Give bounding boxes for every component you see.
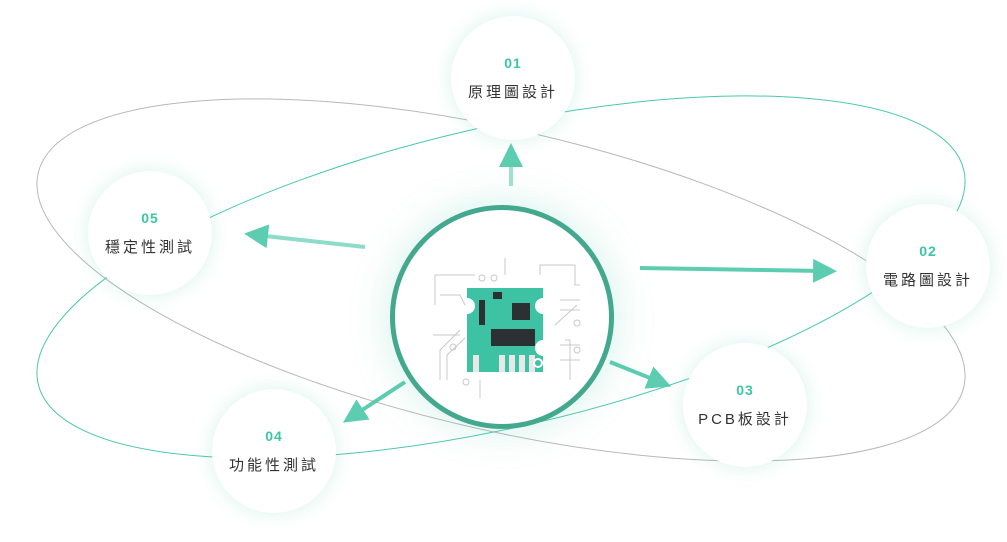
step-label: PCB板設計: [698, 410, 792, 428]
step-03: 03 PCB板設計: [683, 343, 807, 467]
step-label: 電路圖設計: [882, 271, 973, 289]
step-number: 04: [265, 427, 283, 444]
step-number: 03: [736, 381, 754, 398]
step-number: 02: [919, 242, 937, 259]
pcb-board-icon: [433, 258, 581, 398]
pcb-hub: [390, 205, 614, 429]
arrow-to-04: [342, 380, 407, 423]
step-01: 01 原理圖設計: [451, 16, 575, 140]
step-label: 穩定性測試: [104, 238, 195, 256]
arrow-to-03: [609, 360, 672, 389]
step-05: 05 穩定性測試: [88, 171, 212, 295]
arrow-to-02: [639, 258, 837, 283]
step-label: 功能性測試: [228, 456, 319, 474]
step-04: 04 功能性測試: [212, 389, 336, 513]
step-number: 01: [504, 54, 522, 71]
arrow-to-05: [244, 224, 366, 249]
step-number: 05: [141, 209, 159, 226]
step-label: 原理圖設計: [467, 83, 558, 101]
step-02: 02 電路圖設計: [866, 204, 990, 328]
